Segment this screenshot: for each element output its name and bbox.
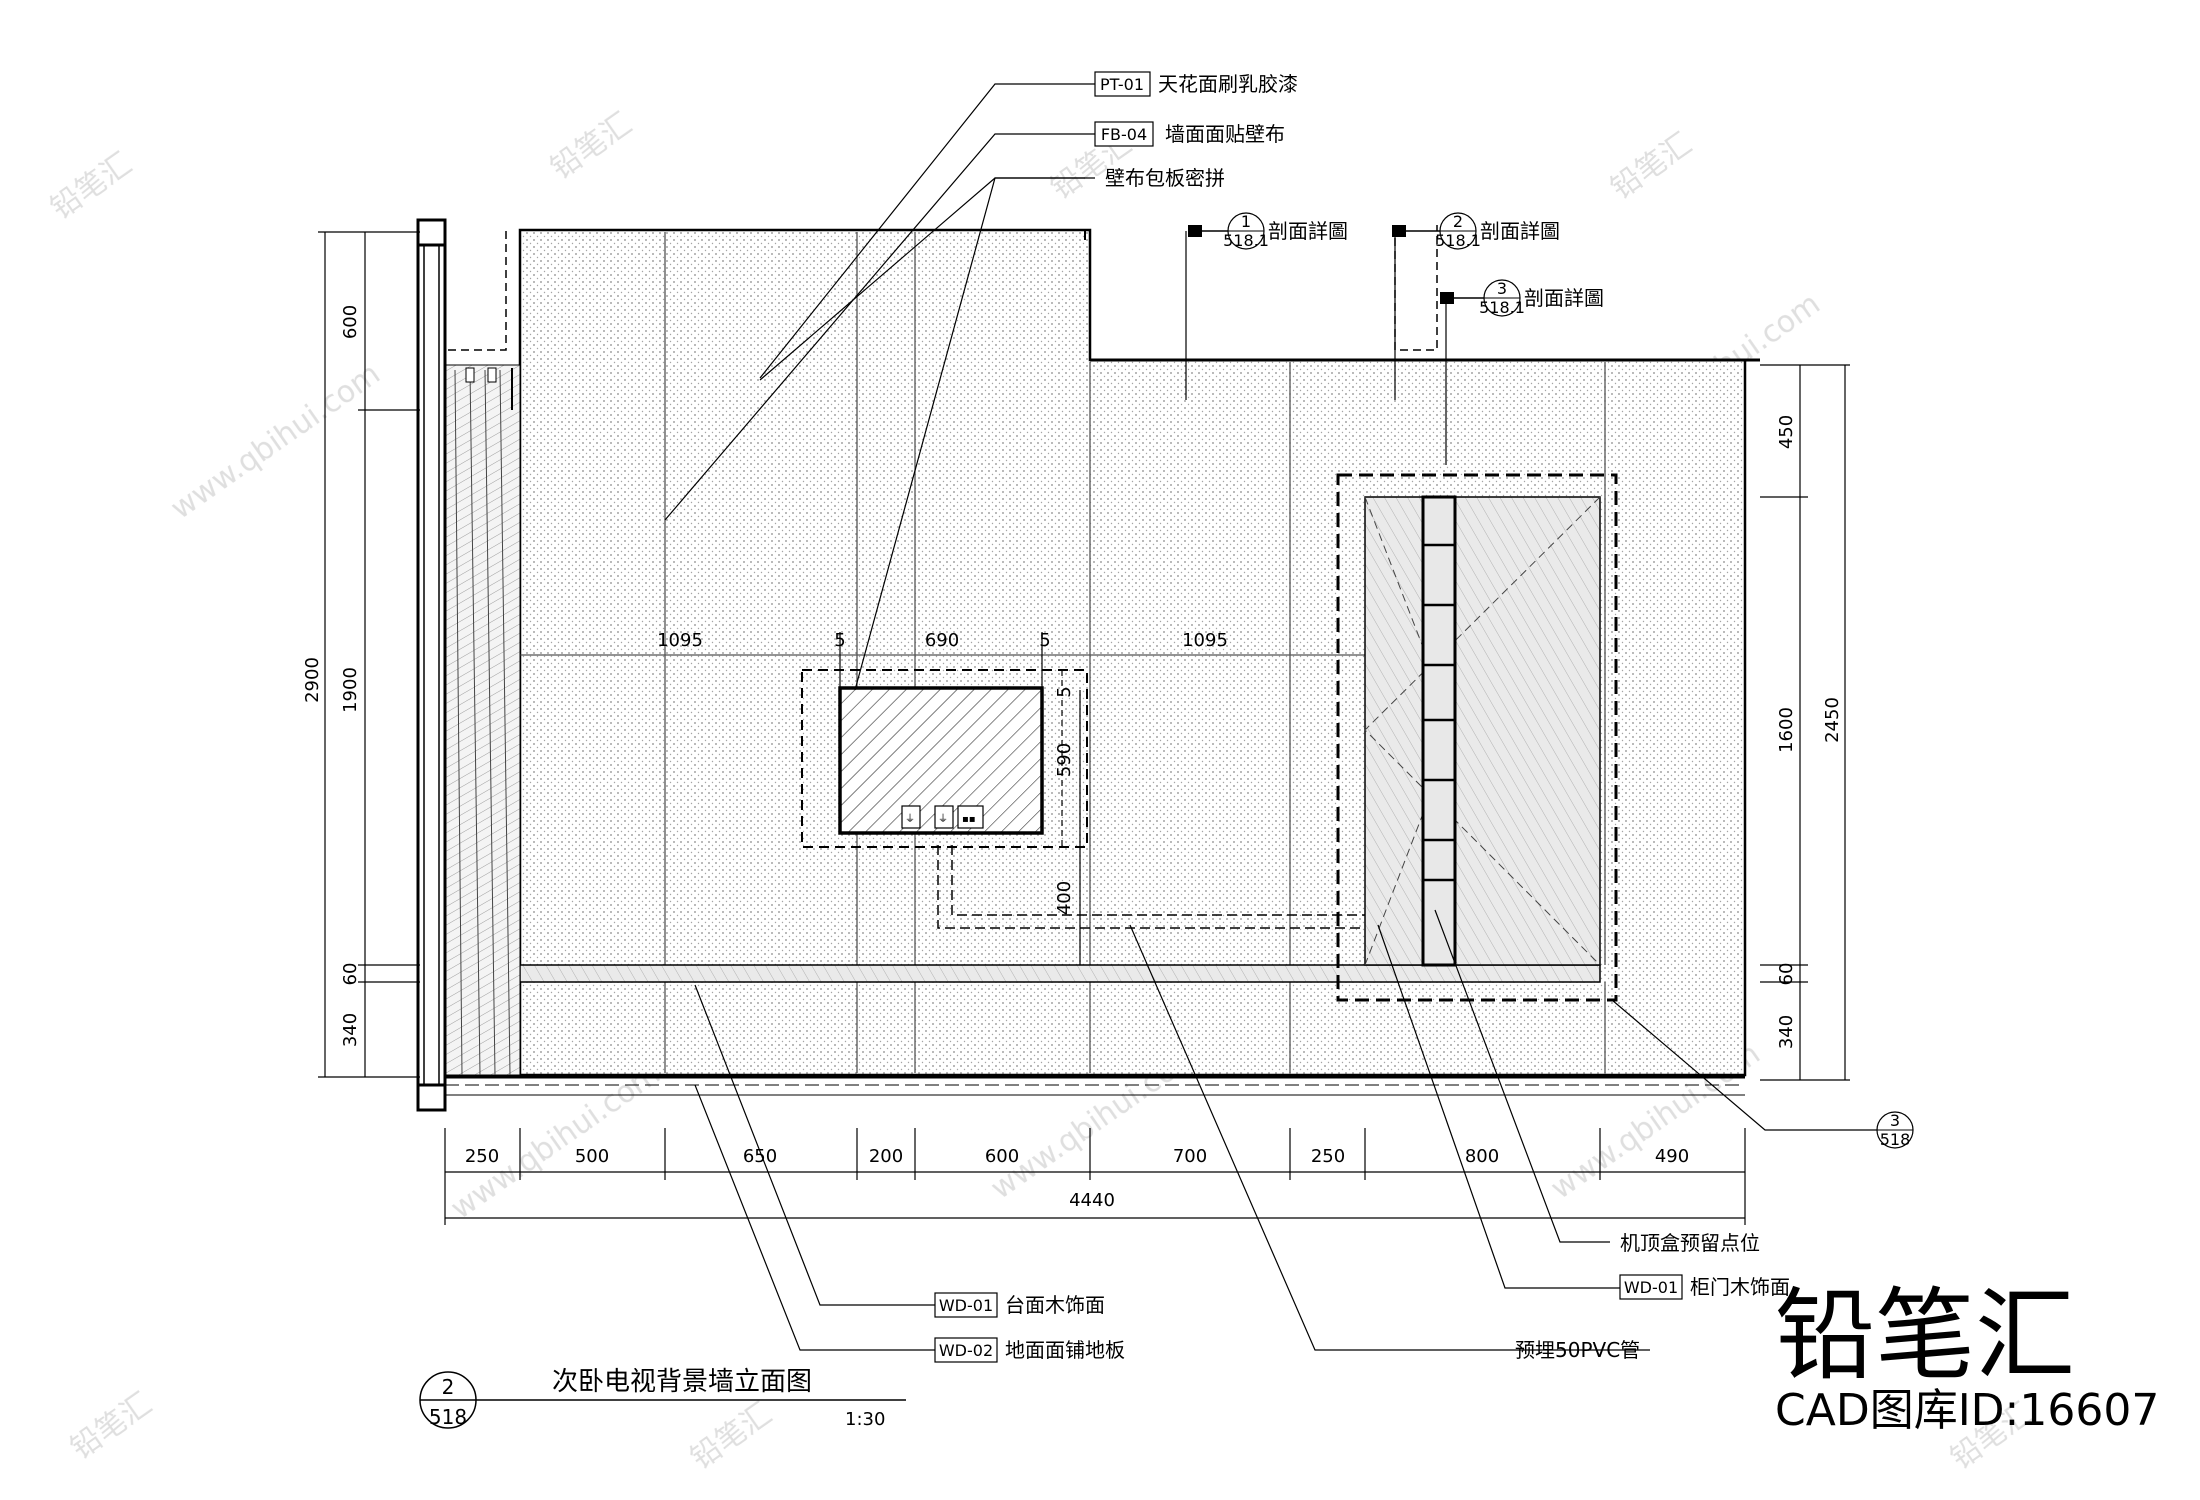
dim-bottom-500: 500 bbox=[575, 1146, 609, 1167]
watermark-brand: 铅笔汇 bbox=[1605, 126, 1699, 206]
dim-left-60: 60 bbox=[340, 963, 361, 986]
dim-right-340: 340 bbox=[1776, 1015, 1797, 1049]
callout-pvc: 预埋50PVC管 bbox=[1515, 1338, 1640, 1362]
dim-bottom-700: 700 bbox=[1173, 1146, 1207, 1167]
svg-text:2: 2 bbox=[1453, 212, 1463, 231]
wall-elevation: ⏚ ⏚ ▪▪ bbox=[416, 218, 1760, 1112]
svg-text:518: 518 bbox=[1880, 1130, 1911, 1149]
dim-bottom-total: 4440 bbox=[1069, 1190, 1115, 1211]
callout-stb: 机顶盒预留点位 bbox=[1620, 1231, 1760, 1255]
section-marker-3: 3 518.1 剖面詳圖 bbox=[1440, 279, 1604, 465]
callout-fb04: FB-04 墙面面贴壁布 bbox=[1094, 121, 1285, 147]
title-scale: 1:30 bbox=[845, 1409, 885, 1430]
dim-bottom-250b: 250 bbox=[1311, 1146, 1345, 1167]
section-marker-bottom: 3 518 bbox=[1611, 999, 1914, 1149]
dim-bottom-650: 650 bbox=[743, 1146, 777, 1167]
callout-panel-text: 壁布包板密拼 bbox=[1105, 166, 1225, 190]
svg-text:3: 3 bbox=[1497, 279, 1507, 298]
svg-text:3: 3 bbox=[1890, 1111, 1900, 1130]
dim-bottom-250a: 250 bbox=[465, 1146, 499, 1167]
dims-left bbox=[318, 231, 420, 1078]
curtain-area bbox=[444, 364, 521, 1076]
socket-icons: ⏚ ⏚ ▪▪ bbox=[901, 805, 984, 829]
dim-right-total: 2450 bbox=[1822, 697, 1843, 743]
dim-tv-400: 400 bbox=[1054, 881, 1075, 915]
dims-right bbox=[1760, 364, 1850, 1081]
cabinet-door-right bbox=[1454, 496, 1601, 966]
svg-text:剖面詳圖: 剖面詳圖 bbox=[1480, 219, 1560, 243]
dim-bottom-800: 800 bbox=[1465, 1146, 1499, 1167]
dim-left-total: 2900 bbox=[302, 657, 323, 703]
watermark-brand: 铅笔汇 bbox=[685, 1396, 779, 1476]
section-marker-2: 2 518.1 剖面詳圖 bbox=[1392, 212, 1560, 400]
watermark-brand: 铅笔汇 bbox=[65, 1386, 159, 1466]
watermark-url: www.qbihui.com bbox=[445, 1056, 667, 1226]
dim-tv-690: 690 bbox=[925, 630, 959, 651]
left-column bbox=[416, 218, 447, 1112]
svg-text:⏚: ⏚ bbox=[905, 813, 915, 825]
dim-bottom-490: 490 bbox=[1655, 1146, 1689, 1167]
svg-text:518.1: 518.1 bbox=[1435, 231, 1481, 250]
svg-text:518.1: 518.1 bbox=[1223, 231, 1269, 250]
svg-text:地面面铺地板: 地面面铺地板 bbox=[1005, 1338, 1125, 1362]
svg-text:WD-02: WD-02 bbox=[939, 1341, 993, 1360]
svg-text:⏚: ⏚ bbox=[938, 813, 948, 825]
dim-bottom-600: 600 bbox=[985, 1146, 1019, 1167]
svg-text:WD-01: WD-01 bbox=[1624, 1278, 1678, 1297]
callout-code: FB-04 bbox=[1101, 125, 1147, 144]
callout-code: PT-01 bbox=[1100, 75, 1144, 94]
dim-right-60: 60 bbox=[1776, 963, 1797, 986]
dim-left-1900: 1900 bbox=[340, 667, 361, 713]
svg-text:剖面詳圖: 剖面詳圖 bbox=[1268, 219, 1348, 243]
svg-text:柜门木饰面: 柜门木饰面 bbox=[1690, 1275, 1790, 1299]
svg-text:WD-01: WD-01 bbox=[939, 1296, 993, 1315]
callout-text: 天花面刷乳胶漆 bbox=[1158, 72, 1298, 96]
watermark-url: www.qbihui.com bbox=[165, 356, 387, 526]
dim-tv-1095-right: 1095 bbox=[1182, 630, 1228, 651]
watermark-id: CAD图库ID:16607 bbox=[1775, 1385, 2159, 1436]
callout-wd01-cab: WD-01 柜门木饰面 bbox=[1619, 1274, 1790, 1300]
dims-bottom bbox=[444, 1128, 1746, 1225]
watermark-big: 铅笔汇 bbox=[1775, 1277, 2075, 1394]
dim-bottom-200: 200 bbox=[869, 1146, 903, 1167]
dim-right-1600: 1600 bbox=[1776, 707, 1797, 753]
callout-text: 墙面面贴壁布 bbox=[1165, 122, 1285, 146]
panel-seams bbox=[664, 232, 1606, 1073]
svg-text:518.1: 518.1 bbox=[1479, 298, 1525, 317]
leaders-bottom bbox=[694, 909, 1650, 1351]
dim-tv-5-right: 5 bbox=[1039, 630, 1050, 651]
dim-tv-1095-left: 1095 bbox=[657, 630, 703, 651]
callout-wd02: WD-02 地面面铺地板 bbox=[934, 1337, 1125, 1363]
title-number: 2 bbox=[442, 1375, 455, 1399]
corner-watermark: 铅笔汇 CAD图库ID:16607 bbox=[1775, 1277, 2159, 1436]
watermark-brand: 铅笔汇 bbox=[545, 106, 639, 186]
shelf-strip bbox=[1421, 495, 1457, 967]
dim-tv-590: 590 bbox=[1054, 743, 1075, 777]
dim-right-450: 450 bbox=[1776, 415, 1797, 449]
cabinet-outline bbox=[1336, 473, 1618, 1002]
svg-text:剖面詳圖: 剖面詳圖 bbox=[1524, 286, 1604, 310]
cabinet-door-left bbox=[1364, 496, 1424, 966]
drawing-title: 2 518 次卧电视背景墙立面图 1:30 bbox=[419, 1367, 906, 1430]
svg-text:台面木饰面: 台面木饰面 bbox=[1005, 1293, 1105, 1317]
callout-pt01: PT-01 天花面刷乳胶漆 bbox=[1094, 71, 1298, 97]
countertop bbox=[519, 964, 1601, 983]
dim-left-340: 340 bbox=[340, 1013, 361, 1047]
section-marker-1: 1 518.1 剖面詳圖 bbox=[1185, 212, 1348, 400]
leaders-top bbox=[664, 83, 1095, 691]
watermark-brand: 铅笔汇 bbox=[45, 146, 139, 226]
page-title: 次卧电视背景墙立面图 bbox=[552, 1367, 812, 1397]
svg-text:1: 1 bbox=[1241, 212, 1251, 231]
dim-tv-5-vert: 5 bbox=[1054, 686, 1075, 697]
tv-niche-outline bbox=[801, 669, 1088, 848]
callout-wd01-top: WD-01 台面木饰面 bbox=[934, 1292, 1105, 1318]
dim-left-600: 600 bbox=[340, 305, 361, 339]
title-sheet: 518 bbox=[429, 1405, 467, 1429]
svg-text:▪▪: ▪▪ bbox=[962, 814, 976, 825]
